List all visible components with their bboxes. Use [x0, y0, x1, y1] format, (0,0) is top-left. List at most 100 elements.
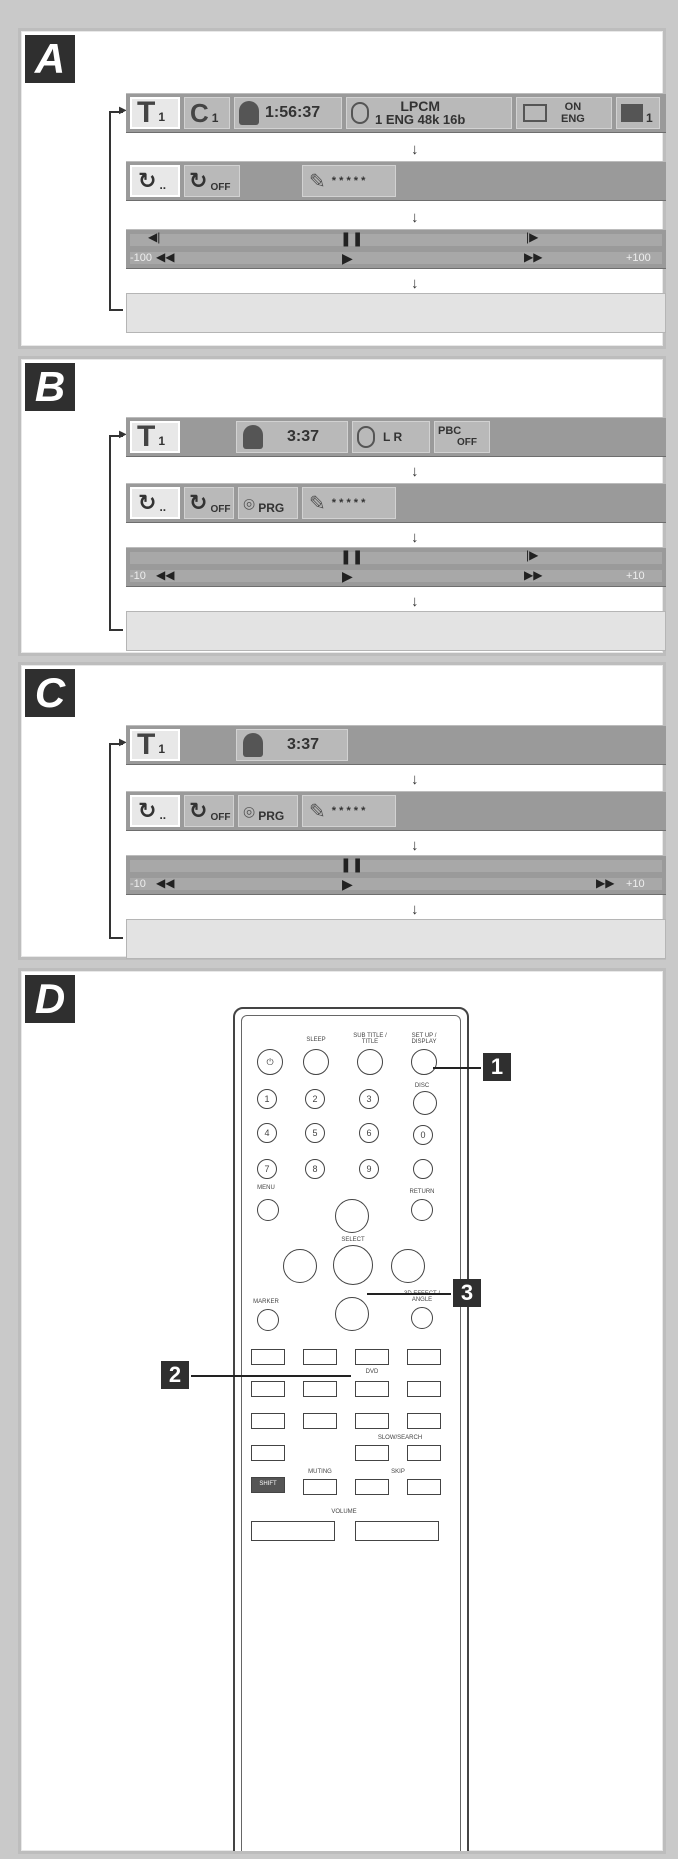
repeat-cell[interactable]: ↻ OFF	[184, 165, 240, 197]
volume-down-button[interactable]	[251, 1521, 335, 1541]
slow-forward-button[interactable]	[407, 1445, 441, 1461]
chapter-cell[interactable]: C 1	[184, 97, 230, 129]
repeat-icon: ↻	[189, 490, 208, 515]
panel-letter: C	[25, 669, 75, 717]
digit-6-button[interactable]: 6	[359, 1123, 379, 1143]
panel-d: D SLEEP SUB TITLE / TITLE SET UP / DISPL…	[18, 968, 666, 1854]
menu-button[interactable]	[257, 1199, 279, 1221]
panel-a: A ▶ T 1 C 1 1:56:37 LPCM 1 ENG 48k 16b O…	[18, 28, 666, 349]
marker-cell[interactable]: ✎ * * * * *	[302, 795, 396, 827]
down-arrow-icon: ↓	[411, 771, 419, 788]
marker-cell[interactable]: ✎ * * * * *	[302, 165, 396, 197]
dvd-button[interactable]	[355, 1381, 389, 1397]
repeat-state: OFF	[210, 812, 231, 823]
pbc-state: OFF	[457, 437, 477, 448]
shift-button[interactable]	[251, 1477, 285, 1493]
digit-5-button[interactable]: 5	[305, 1123, 325, 1143]
muting-button[interactable]	[303, 1479, 337, 1495]
down-arrow-icon: ↓	[411, 837, 419, 854]
digit-2-button[interactable]: 2	[305, 1089, 325, 1109]
repeat-cell[interactable]: ↻ OFF	[184, 487, 234, 519]
title-cell[interactable]: T 1	[130, 728, 180, 761]
select-label: SELECT	[341, 1237, 365, 1243]
slow-reverse-button[interactable]	[355, 1445, 389, 1461]
callout-3: 3	[453, 1279, 481, 1307]
pbc-cell[interactable]: PBC OFF	[434, 421, 490, 453]
repeat-ab-cell[interactable]: ↻ ..	[130, 795, 180, 827]
rewind-button[interactable]	[303, 1413, 337, 1429]
play-button[interactable]	[407, 1413, 441, 1429]
disc-program-icon: ◎	[243, 802, 256, 819]
setup-display-button[interactable]	[411, 1049, 437, 1075]
disc-button[interactable]	[413, 1091, 437, 1115]
marker-button[interactable]	[257, 1309, 279, 1331]
title-cell[interactable]: T 1	[130, 96, 180, 129]
rect-button-r1c3[interactable]	[355, 1349, 389, 1365]
rect-button-r2c4[interactable]	[407, 1381, 441, 1397]
digit-7-button[interactable]: 7	[257, 1159, 277, 1179]
rect-button-r1c2[interactable]	[303, 1349, 337, 1365]
digit-9-button[interactable]: 9	[359, 1159, 379, 1179]
loop-arrow-icon: ▶	[119, 737, 127, 748]
down-button[interactable]	[335, 1297, 369, 1331]
sleep-button[interactable]	[303, 1049, 329, 1075]
title-number: 1	[158, 742, 166, 756]
digit-4-button[interactable]: 4	[257, 1123, 277, 1143]
audio-cell[interactable]: L R	[352, 421, 430, 453]
left-button[interactable]	[283, 1249, 317, 1283]
chapter-number: 1	[211, 111, 219, 125]
subtitle-button[interactable]	[357, 1049, 383, 1075]
setup-label: SET UP / DISPLAY	[411, 1033, 437, 1045]
select-button[interactable]	[333, 1245, 373, 1285]
repeat-ab-icon: ↻	[138, 798, 157, 823]
skip-back-button[interactable]	[355, 1479, 389, 1495]
digit-8-button[interactable]: 8	[305, 1159, 325, 1179]
title-cell[interactable]: T 1	[130, 420, 180, 453]
speed-track-top	[130, 234, 662, 246]
time-cell[interactable]: 3:37	[236, 421, 348, 453]
remote-inner-frame	[241, 1015, 461, 1851]
title-number: 1	[158, 434, 166, 448]
audio-button[interactable]	[251, 1445, 285, 1461]
program-cell[interactable]: ◎ PRG	[238, 487, 298, 519]
volume-up-button[interactable]	[355, 1521, 439, 1541]
digit-3-button[interactable]: 3	[359, 1089, 379, 1109]
rect-button-r2c1[interactable]	[251, 1381, 285, 1397]
skip-forward-button[interactable]	[407, 1479, 441, 1495]
rewind-icon: ◀◀	[156, 250, 175, 264]
rect-button-r1c4[interactable]	[407, 1349, 441, 1365]
audio-cell[interactable]: LPCM 1 ENG 48k 16b	[346, 97, 512, 129]
skip-label: SKIP	[391, 1469, 405, 1475]
time-cell[interactable]: 3:37	[236, 729, 348, 761]
down-arrow-icon: ↓	[411, 141, 419, 158]
up-button[interactable]	[335, 1199, 369, 1233]
repeat-ab-cell[interactable]: ↻ ..	[130, 487, 180, 519]
marker-cell[interactable]: ✎ * * * * *	[302, 487, 396, 519]
panel-b: B ▶ T 1 3:37 L R PBC OFF ↓ ↻ .. ↻ OFF	[18, 356, 666, 656]
right-button[interactable]	[391, 1249, 425, 1283]
time-cell[interactable]: 1:56:37	[234, 97, 342, 129]
rect-button-r2c2[interactable]	[303, 1381, 337, 1397]
repeat-cell[interactable]: ↻ OFF	[184, 795, 234, 827]
play-mode-button[interactable]	[251, 1413, 285, 1429]
digit-1-button[interactable]: 1	[257, 1089, 277, 1109]
angle-cell[interactable]: 1	[616, 97, 660, 129]
angle-number: 1	[646, 111, 653, 125]
elapsed-time: 3:37	[287, 736, 320, 753]
digit-0-button[interactable]: 0	[413, 1125, 433, 1145]
disc-label: DISC	[414, 1083, 430, 1089]
return-button[interactable]	[411, 1199, 433, 1221]
osd-bar-playback-speed: ❚❚ -10 ◀◀ ▶ ▶▶ +10	[126, 855, 666, 895]
subtitle-cell[interactable]: ON ENG	[516, 97, 612, 129]
speed-track-bottom	[130, 878, 662, 890]
rect-button-r1c1[interactable]	[251, 1349, 285, 1365]
repeat-ab-cell[interactable]: ↻ ..	[130, 165, 180, 197]
down-arrow-icon: ↓	[411, 463, 419, 480]
subtitle-state: ON	[564, 101, 582, 113]
angle-button[interactable]	[411, 1307, 433, 1329]
clear-button[interactable]	[413, 1159, 433, 1179]
stop-button[interactable]	[355, 1413, 389, 1429]
program-cell[interactable]: ◎ PRG	[238, 795, 298, 827]
power-button[interactable]: ⏻	[257, 1049, 283, 1075]
panel-letter: A	[25, 35, 75, 83]
